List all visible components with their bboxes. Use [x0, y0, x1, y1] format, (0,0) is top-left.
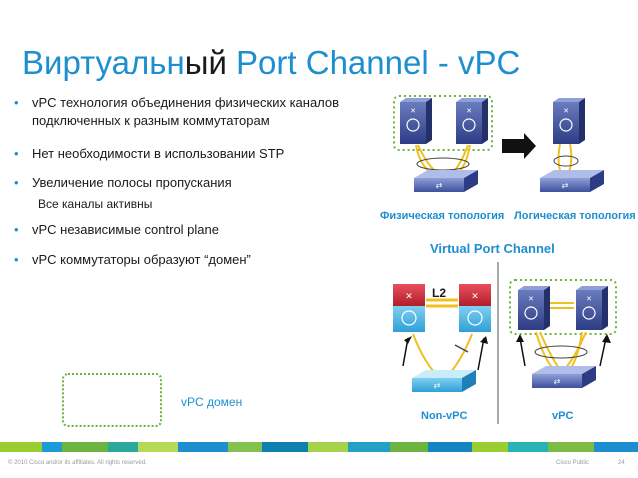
vpc-domain-legend-box — [62, 373, 162, 427]
physical-links — [415, 144, 471, 179]
physical-topology-caption: Физическая топология — [380, 210, 505, 222]
blocked-link-mark — [454, 344, 469, 353]
svg-text:✕: ✕ — [405, 291, 413, 301]
access-switch-icon: ⇄ — [414, 170, 478, 192]
vpc-domain-outline — [509, 279, 617, 335]
logical-topology: ✕ ⇄ — [540, 98, 604, 192]
non-vpc-caption: Non-vPC — [421, 410, 468, 422]
page-title: Виртуальный Port Channel - vPC — [22, 44, 521, 81]
classification-text: Cisco Public — [556, 460, 590, 466]
arrow-icon — [480, 336, 488, 344]
port-channel-ring — [416, 157, 470, 171]
arrow-icon — [404, 336, 412, 344]
vpc-topology: ✕ ✕ ⇄ — [509, 279, 617, 388]
svg-text:✕: ✕ — [410, 108, 416, 115]
svg-text:✕: ✕ — [563, 108, 569, 115]
svg-text:✕: ✕ — [466, 108, 472, 115]
svg-text:✕: ✕ — [528, 296, 534, 303]
switch-chassis-icon: ✕ — [459, 284, 491, 332]
copyright-text: © 2010 Cisco and/or its affiliates. All … — [8, 460, 147, 466]
non-vpc-topology: ✕ ✕ ⇄ — [393, 284, 491, 392]
svg-text:✕: ✕ — [471, 291, 479, 301]
switch-chassis-icon: ✕ — [400, 98, 432, 144]
svg-text:⇄: ⇄ — [554, 377, 561, 386]
svg-text:⇄: ⇄ — [434, 381, 441, 390]
switch-chassis-icon: ✕ — [518, 286, 550, 330]
page-number: 24 — [618, 460, 625, 466]
switch-chassis-icon: ✕ — [393, 284, 425, 332]
switch-chassis-icon: ✕ — [456, 98, 488, 144]
physical-topology: ✕ ✕ ⇄ — [393, 95, 493, 192]
virtual-port-channel-heading: Virtual Port Channel — [430, 241, 555, 256]
access-switch-icon: ⇄ — [540, 170, 604, 192]
arrow-icon — [516, 334, 524, 342]
physical-domain-outline — [393, 95, 493, 151]
arrow-icon — [502, 133, 536, 159]
arrow-icon — [602, 334, 611, 343]
svg-text:⇄: ⇄ — [436, 181, 443, 190]
switch-chassis-icon: ✕ — [576, 286, 608, 330]
access-switch-icon: ⇄ — [532, 366, 596, 388]
vpc-caption: vPC — [552, 410, 574, 422]
svg-text:✕: ✕ — [586, 296, 592, 303]
footer-color-bar — [0, 442, 638, 452]
l2-label: L2 — [432, 286, 447, 300]
sub-bullet: Все каналы активны — [38, 197, 153, 211]
logical-topology-caption: Логическая топология — [514, 210, 636, 222]
vpc-domain-label: vPC домен — [181, 395, 243, 409]
switch-chassis-icon: ✕ — [553, 98, 585, 144]
access-switch-icon: ⇄ — [412, 370, 476, 392]
svg-text:⇄: ⇄ — [562, 181, 569, 190]
